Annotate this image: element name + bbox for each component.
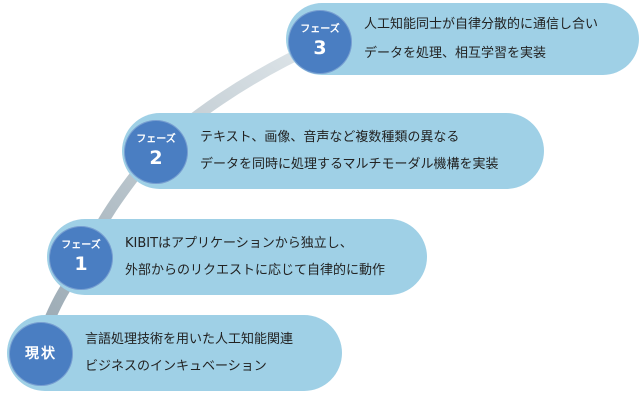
phase-3-badge-number: 3 [313,37,327,59]
phase-2-badge: フェーズ 2 [124,120,188,184]
phase-1-badge-number: 1 [74,253,88,275]
phase-1-badge-label: フェーズ [61,240,101,251]
phase-2-badge-label: フェーズ [136,134,176,145]
phase-3-line-1: 人工知能同士が自律分散的に通信し合い [364,17,599,32]
phase-3-badge: フェーズ 3 [288,10,352,74]
current-line-2: ビジネスのインキュベーション [85,359,267,374]
current-line-1: 言語処理技術を用いた人工知能関連 [85,332,294,347]
phase-1-card: KIBITはアプリケーションから独立し、 外部からのリクエストに応じて自律的に動… [47,219,427,295]
current-badge: 現状 [9,322,73,386]
phase-2-badge-number: 2 [149,147,163,169]
phase-3-card: 人工知能同士が自律分散的に通信し合い データを処理、相互学習を実装 [286,3,639,75]
phase-2-line-2: データを同時に処理するマルチモーダル機構を実装 [200,157,499,172]
phase-2-line-1: テキスト、画像、音声など複数種類の異なる [200,130,460,145]
phase-1-badge: フェーズ 1 [49,226,113,290]
current-badge-label: 現状 [25,346,57,362]
phase-1-line-2: 外部からのリクエストに応じて自律的に動作 [125,263,386,278]
phase-2-card: テキスト、画像、音声など複数種類の異なる データを同時に処理するマルチモーダル機… [122,113,544,189]
phase-3-badge-label: フェーズ [300,24,340,35]
phase-1-line-1: KIBITはアプリケーションから独立し、 [125,236,353,251]
phase-3-line-2: データを処理、相互学習を実装 [364,46,547,61]
connector-path [34,38,326,351]
